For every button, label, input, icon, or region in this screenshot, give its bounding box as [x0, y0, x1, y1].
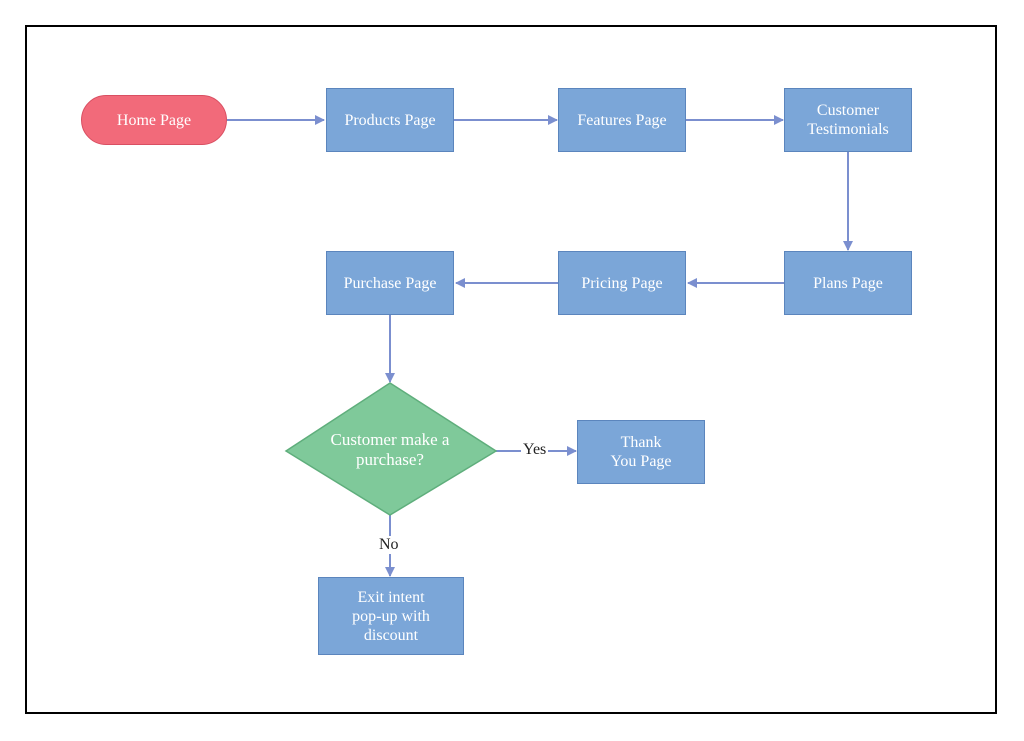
edge-label-no: No [377, 536, 401, 554]
diagram-frame [25, 25, 997, 714]
decision-label: Customer make a purchase? [330, 430, 450, 469]
edge-label-yes: Yes [521, 441, 549, 459]
node-thank-you-page: Thank You Page [577, 420, 705, 484]
node-purchase-page: Purchase Page [326, 251, 454, 315]
node-exit-intent-popup: Exit intent pop-up with discount [318, 577, 464, 655]
node-home-page: Home Page [81, 95, 227, 145]
node-customer-testimonials: Customer Testimonials [784, 88, 912, 152]
node-products-page: Products Page [326, 88, 454, 152]
node-pricing-page: Pricing Page [558, 251, 686, 315]
node-plans-page: Plans Page [784, 251, 912, 315]
decision-diamond-shape [284, 382, 498, 516]
node-features-page: Features Page [558, 88, 686, 152]
